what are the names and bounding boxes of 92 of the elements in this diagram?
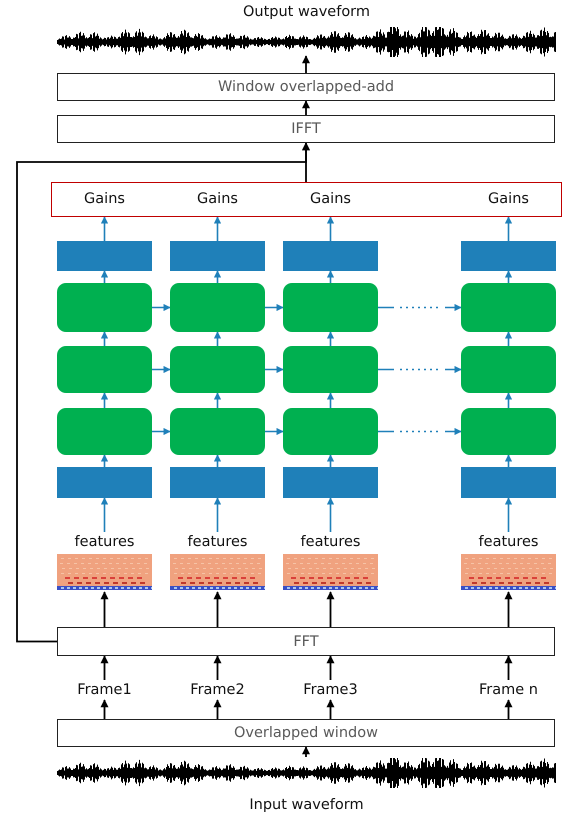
features-label: features bbox=[300, 533, 362, 552]
dense-layer-block bbox=[283, 467, 378, 498]
recurrent-cell-block bbox=[170, 408, 265, 455]
gain-label: Gains bbox=[84, 190, 125, 206]
frame-label: Frame2 bbox=[190, 682, 245, 698]
arrow bbox=[302, 100, 310, 115]
arrow bbox=[265, 366, 284, 374]
recurrent-cell-block bbox=[461, 283, 556, 332]
recurrent-cell-block bbox=[57, 346, 152, 393]
gain-label: Gains bbox=[488, 190, 529, 206]
dotted-arrow bbox=[378, 366, 462, 374]
recurrent-cell-block bbox=[283, 408, 378, 455]
arrow bbox=[100, 392, 108, 408]
gain-label: Gains bbox=[197, 190, 238, 206]
dense-layer-block bbox=[170, 467, 265, 498]
arrow bbox=[214, 392, 222, 408]
process-box bbox=[57, 627, 555, 656]
dense-layer-block bbox=[283, 241, 378, 271]
arrow bbox=[326, 216, 334, 241]
box-label: IFFT bbox=[291, 121, 321, 137]
arrow bbox=[100, 497, 108, 532]
process-box bbox=[57, 719, 555, 747]
arrow bbox=[214, 270, 222, 283]
waveform-label: Input waveform bbox=[248, 796, 365, 815]
arrow bbox=[504, 392, 512, 408]
dense-layer-block bbox=[57, 467, 152, 498]
dense-layer-block bbox=[461, 241, 556, 271]
recurrent-cell-block bbox=[57, 283, 152, 332]
dotted-arrow bbox=[378, 304, 462, 312]
box-label: Window overlapped-add bbox=[218, 79, 394, 95]
arrow bbox=[100, 655, 109, 680]
arrow bbox=[302, 746, 310, 757]
arrow bbox=[214, 497, 222, 532]
frame-label: Frame n bbox=[479, 682, 538, 698]
process-box bbox=[57, 115, 555, 143]
arrow bbox=[326, 454, 334, 467]
features-label: features bbox=[186, 533, 248, 552]
waveform-label: Output waveform bbox=[242, 3, 372, 22]
arrow bbox=[214, 454, 222, 467]
arrow bbox=[213, 591, 222, 627]
dotted-arrow bbox=[378, 428, 462, 436]
frame-label: Frame3 bbox=[303, 682, 358, 698]
dense-layer-block bbox=[170, 241, 265, 271]
arrow bbox=[504, 454, 512, 467]
arrow bbox=[302, 55, 310, 73]
recurrent-cell-block bbox=[283, 283, 378, 332]
arrow bbox=[326, 392, 334, 408]
arrow bbox=[302, 142, 310, 182]
features-label: features bbox=[74, 533, 136, 552]
arrow bbox=[504, 655, 513, 680]
output-group-box bbox=[51, 182, 562, 217]
arrow bbox=[152, 304, 171, 312]
arrow bbox=[504, 270, 512, 283]
arrow bbox=[504, 331, 512, 346]
arrow bbox=[326, 655, 335, 680]
box-label: Overlapped window bbox=[234, 725, 378, 741]
arrow bbox=[326, 591, 335, 627]
arrow bbox=[326, 699, 335, 719]
arrow bbox=[213, 655, 222, 680]
arrow bbox=[152, 428, 171, 436]
box-label: FFT bbox=[293, 634, 319, 650]
arrow bbox=[100, 216, 108, 241]
recurrent-cell-block bbox=[461, 408, 556, 455]
arrow bbox=[504, 699, 513, 719]
arrow bbox=[265, 304, 284, 312]
arrow bbox=[326, 331, 334, 346]
arrow bbox=[504, 216, 512, 241]
arrow bbox=[214, 216, 222, 241]
arrow bbox=[214, 331, 222, 346]
recurrent-cell-block bbox=[57, 408, 152, 455]
arrow bbox=[100, 591, 109, 627]
gain-label: Gains bbox=[310, 190, 351, 206]
process-box bbox=[57, 73, 555, 101]
arrow bbox=[100, 699, 109, 719]
recurrent-cell-block bbox=[170, 283, 265, 332]
arrow bbox=[504, 497, 512, 532]
dense-layer-block bbox=[57, 241, 152, 271]
arrow bbox=[213, 699, 222, 719]
arrow bbox=[326, 497, 334, 532]
arrow bbox=[100, 270, 108, 283]
arrow bbox=[152, 366, 171, 374]
recurrent-cell-block bbox=[461, 346, 556, 393]
features-label: features bbox=[478, 533, 540, 552]
recurrent-cell-block bbox=[283, 346, 378, 393]
arrow bbox=[326, 270, 334, 283]
recurrent-cell-block bbox=[170, 346, 265, 393]
arrow bbox=[100, 454, 108, 467]
arrow bbox=[100, 331, 108, 346]
dense-layer-block bbox=[461, 467, 556, 498]
frame-label: Frame1 bbox=[77, 682, 132, 698]
arrow bbox=[265, 428, 284, 436]
arrow bbox=[504, 591, 513, 627]
